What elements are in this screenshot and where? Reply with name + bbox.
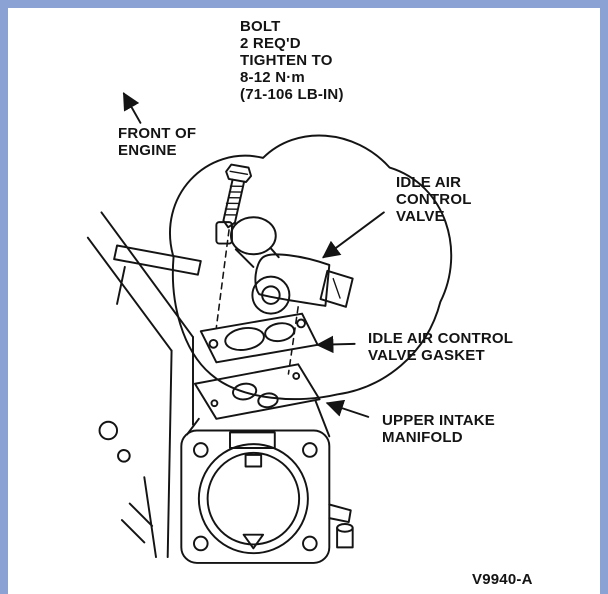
manifold-arrow [325, 399, 370, 418]
front-of-engine-arrow [122, 92, 142, 124]
gasket-drawing [199, 312, 319, 364]
label-front-of-engine-line: FRONT OF [118, 125, 197, 142]
iac-valve-drawing [215, 216, 354, 315]
bolt-drawing [222, 163, 253, 229]
label-idle-air-control-valve-line: CONTROL [396, 191, 472, 208]
engine-block-drawing [86, 211, 202, 559]
label-upper-intake-manifold-line: MANIFOLD [382, 429, 463, 446]
diagram-canvas [86, 92, 453, 564]
label-bolt-note-line: 8-12 N·m [240, 69, 305, 86]
label-upper-intake-manifold-line: UPPER INTAKE [382, 412, 495, 429]
label-upper-intake-manifold: UPPER INTAKE MANIFOLD [382, 412, 495, 446]
label-front-of-engine: FRONT OF ENGINE [118, 125, 196, 159]
label-bolt-note-line: BOLT [240, 18, 281, 35]
label-idle-air-control-valve-gasket: IDLE AIR CONTROL VALVE GASKET [368, 330, 513, 364]
label-bolt-note-line: (71-106 LB-IN) [240, 86, 344, 103]
label-bolt-note-line: TIGHTEN TO [240, 52, 333, 69]
label-idle-air-control-valve: IDLE AIR CONTROL VALVE [396, 174, 472, 225]
gasket-arrow [315, 335, 356, 354]
alignment-dashes [215, 229, 299, 375]
leader-arrows [122, 92, 385, 418]
iac-valve-arrow [322, 211, 385, 259]
label-front-of-engine-line: ENGINE [118, 142, 177, 159]
label-bolt-note-line: 2 REQ'D [240, 35, 301, 52]
label-idle-air-control-valve-gasket-line: VALVE GASKET [368, 347, 485, 364]
label-idle-air-control-valve-line: VALVE [396, 208, 445, 225]
label-idle-air-control-valve-gasket-line: IDLE AIR CONTROL [368, 330, 514, 347]
manifold-drawing [180, 363, 354, 564]
figure-code: V9940-A [472, 571, 533, 588]
label-idle-air-control-valve-line: IDLE AIR [396, 174, 462, 191]
assembly-outline [169, 134, 453, 401]
label-bolt-note: BOLT 2 REQ'D TIGHTEN TO 8-12 N·m (71-106… [240, 18, 344, 103]
